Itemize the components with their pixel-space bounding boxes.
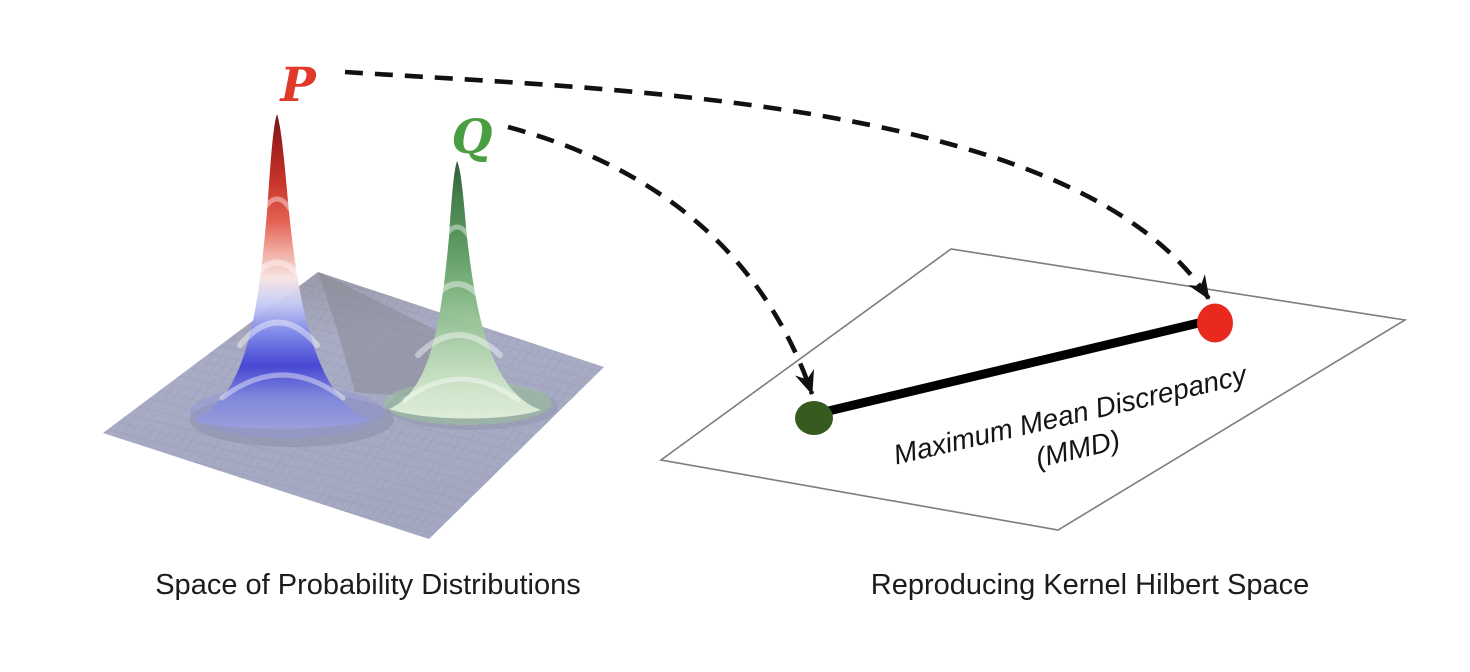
p-ridge-arc (237, 319, 320, 348)
q-peak-bell (389, 161, 541, 419)
q-ridge-arc (402, 376, 521, 403)
q-ridge-arc (441, 224, 473, 241)
probability-space-plot: P Q (103, 58, 604, 539)
p-ridge-arc (249, 259, 306, 283)
dashed-arrow-p-to-rkhs (344, 69, 1211, 301)
dashed-arrow-q-to-rkhs (507, 124, 815, 395)
rkhs-plane (659, 248, 1408, 531)
p-distribution-label: P (278, 58, 317, 113)
right-caption: Reproducing Kernel Hilbert Space (871, 569, 1309, 601)
p-ridge-arc (259, 196, 295, 215)
distribution-q-surface (384, 161, 552, 425)
q-embedding-point (795, 401, 833, 435)
left-caption: Space of Probability Distributions (155, 569, 581, 601)
rkhs-plot: Maximum Mean Discrepancy (MMD) (659, 248, 1408, 531)
plane-shadow-wedge (318, 272, 440, 398)
q-ridge-arc (429, 281, 486, 303)
distribution-p-surface (190, 114, 384, 438)
p-peak-bell (193, 114, 369, 429)
p-embedding-point (1197, 303, 1233, 343)
q-distribution-label: Q (452, 110, 493, 165)
p-ridge-arc (219, 372, 346, 401)
mmd-distance-line (818, 316, 1209, 418)
q-ridge-arc (415, 332, 503, 358)
